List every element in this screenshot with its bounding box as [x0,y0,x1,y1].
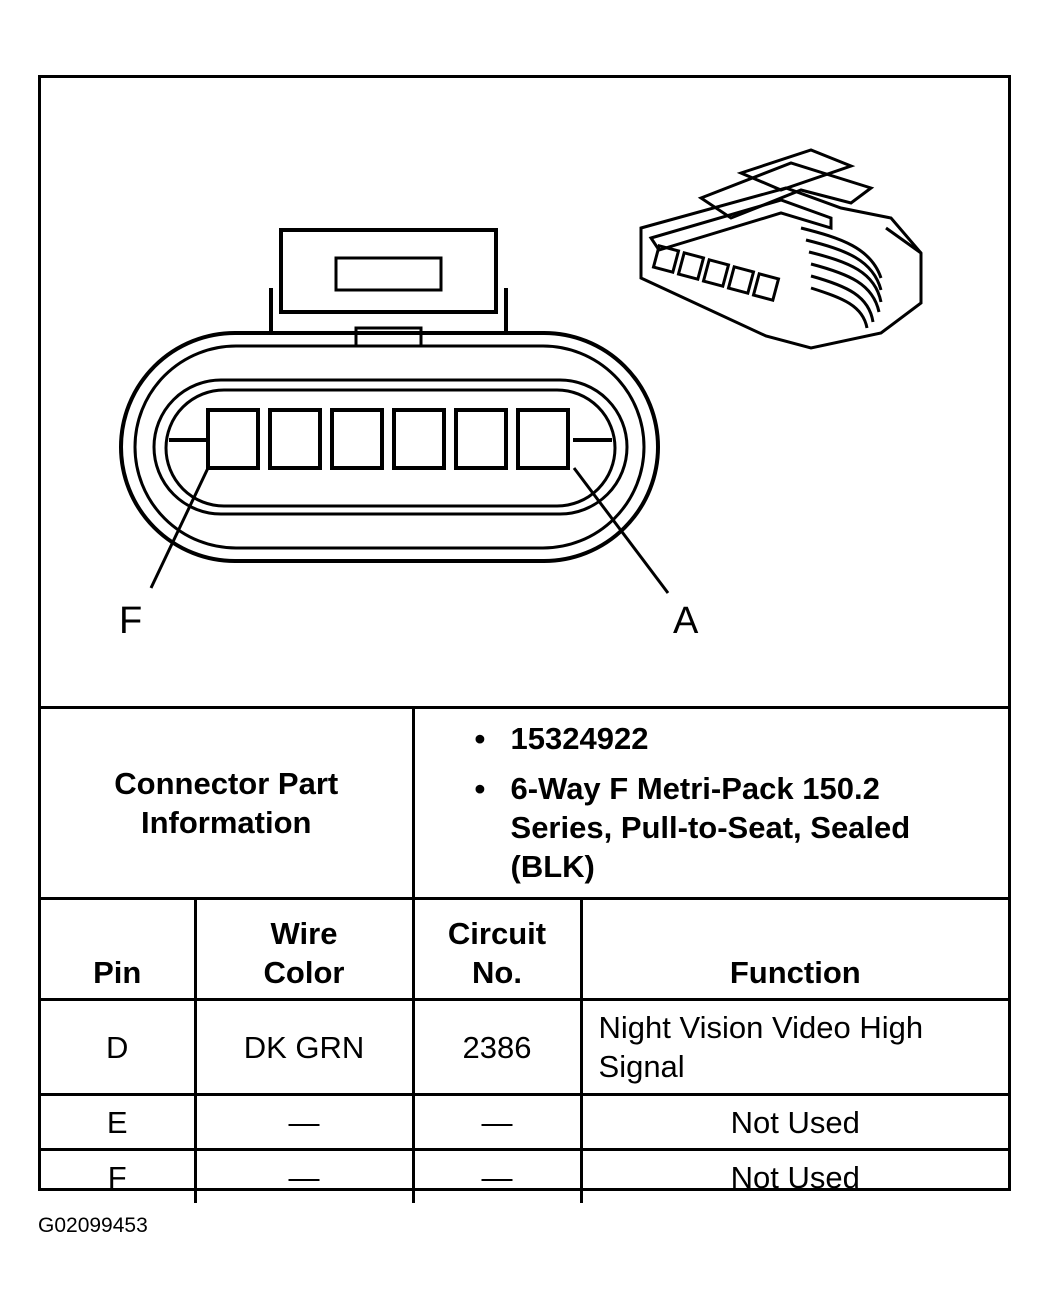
table-row: E — — Not Used [41,1093,1009,1151]
header-pin: Pin [41,897,197,1001]
cell-pin: E [41,1093,197,1151]
cell-wire-color: DK GRN [193,998,415,1096]
cavity-c [392,408,446,470]
cell-circuit: — [411,1148,583,1203]
connector-part-label: Connector Part Information [41,706,415,900]
connector-cavity-frame [164,388,617,508]
latch-tab [354,326,423,348]
cell-function: Not Used [579,1148,1009,1203]
header-wire-color-line1: Wire [270,916,338,951]
leader-line-a [572,467,670,594]
cavity-f [206,408,260,470]
cavity-d [330,408,384,470]
pin-label-f: F [119,600,142,642]
cell-function: Not Used [579,1093,1009,1151]
cavity-e [268,408,322,470]
connector-part-label-line2: Information [141,805,312,840]
connector-shell-middle [133,344,646,550]
cell-wire-color: — [193,1148,415,1203]
connector-face-illustration: F A [119,148,923,642]
connector-part-list: 15324922 6-Way F Metri-Pack 150.2 Series… [475,719,999,886]
pin-label-a: A [673,600,699,642]
connector-part-label-line1: Connector Part [114,766,339,801]
table-row: D DK GRN 2386 Night Vision Video High Si… [41,998,1009,1096]
connector-3d-thumbnail [639,148,923,350]
leader-line-f [149,467,210,589]
figure-code: G02099453 [38,1214,148,1237]
figure-frame: F A Connector Part Information 15324922 … [38,75,1011,1203]
part-number: 15324922 [475,719,999,758]
header-pin-text: Pin [93,955,142,990]
connector-info-table: Connector Part Information 15324922 6-Wa… [41,706,1009,1203]
connector-seal [152,378,629,516]
cell-pin: F [41,1148,197,1203]
cavity-a [516,408,570,470]
header-wire-color: Wire Color [193,897,415,1001]
cell-circuit: — [411,1093,583,1151]
header-circuit-line1: Circuit [447,916,547,951]
table-header-row: Pin Wire Color Circuit No. Function [41,897,1009,1001]
cavity-b [454,408,508,470]
latch-body [279,228,498,314]
cell-function: Night Vision Video High Signal [579,998,1009,1096]
header-function: Function [579,897,1009,1001]
connector-diagram: F A [41,78,1008,706]
cell-circuit: 2386 [411,998,583,1096]
header-circuit: Circuit No. [411,897,583,1001]
cell-wire-color: — [193,1093,415,1151]
header-wire-color-line2: Color [263,955,345,990]
header-circuit-line2: No. [472,955,522,990]
cell-pin: D [41,998,197,1096]
latch-window [334,256,443,292]
part-description: 6-Way F Metri-Pack 150.2 Series, Pull-to… [475,769,931,886]
table-row: F — — Not Used [41,1148,1009,1203]
connector-shell-outer [119,331,660,563]
connector-part-details: 15324922 6-Way F Metri-Pack 150.2 Series… [411,706,1009,900]
header-function-text: Function [729,955,861,990]
